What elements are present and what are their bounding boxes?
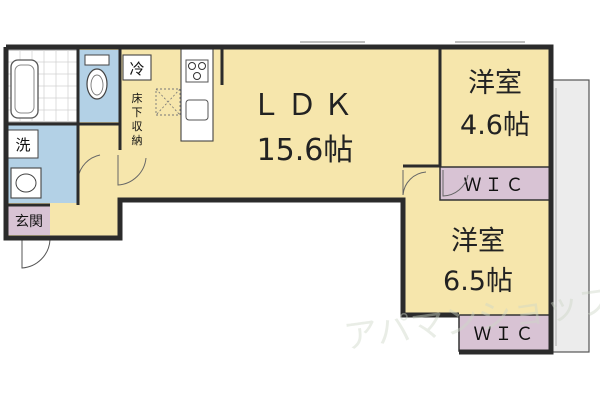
toilet-icon [86,68,108,100]
washer-label: 洗 [15,136,30,154]
entrance-label: 玄関 [15,213,43,230]
western-room-2-name: 洋室 [451,226,505,257]
underfloor-label-4: 納 [132,134,143,147]
kitchen-sink-icon [185,99,209,121]
entrance-floor [8,205,50,235]
underfloor-label-2: 下 [132,106,143,119]
western-room-2-size: 6.5帖 [443,266,513,297]
entrance-door-swing [21,238,51,269]
fridge-label: 冷 [129,60,144,78]
stove-icon [188,62,196,70]
ldk-size: 15.6帖 [257,133,354,168]
walk-in-closet-2 [458,314,552,352]
ldk-floor [118,47,440,200]
bathtub [10,59,39,119]
western-room-1-size: 4.6帖 [460,110,530,141]
walls [3,44,554,355]
fridge-space [122,54,152,81]
wic-bottom-label: ＷＩＣ [474,324,537,345]
sink-icon [15,173,37,193]
underfloor-label-1: 床 [132,91,143,105]
western-room-1-floor [440,47,551,167]
western-room-2-floor [403,200,551,315]
balcony [550,79,590,353]
walk-in-closet-1 [439,166,552,201]
underfloor-label-3: 収 [132,120,143,133]
western-room-1-name: 洋室 [468,68,522,99]
wic-top-label: ＷＩＣ [464,175,527,196]
underfloor-storage [155,88,181,116]
ldk-name: ＬＤＫ [251,88,359,123]
